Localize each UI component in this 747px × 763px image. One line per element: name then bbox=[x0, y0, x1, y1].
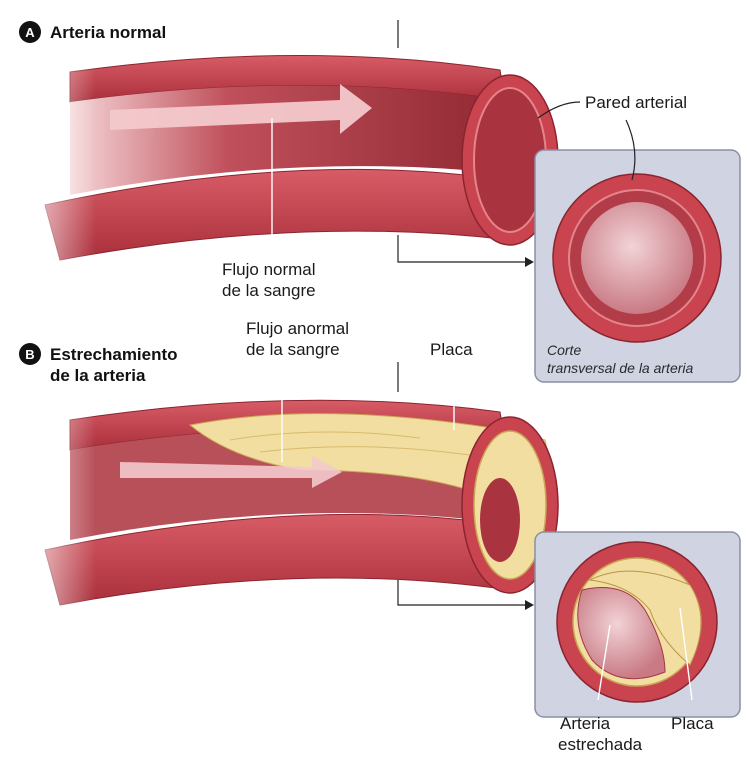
label-normal-flow-line2: de la sangre bbox=[222, 281, 316, 300]
badge-b-letter: B bbox=[25, 347, 34, 362]
cross-section-inset-b bbox=[535, 532, 740, 717]
panel-b-title-line2: de la arteria bbox=[50, 366, 146, 385]
label-narrowed-line2: estrechada bbox=[558, 735, 643, 754]
panel-b-title-line1: Estrechamiento bbox=[50, 345, 178, 364]
inset-caption-line1: Corte bbox=[547, 342, 581, 358]
label-abnormal-flow-line2: de la sangre bbox=[246, 340, 340, 359]
badge-a-letter: A bbox=[25, 25, 35, 40]
inset-caption-line2: transversal de la arteria bbox=[547, 360, 694, 376]
label-arterial-wall: Pared arterial bbox=[585, 93, 687, 112]
label-narrowed-line1: Arteria bbox=[560, 714, 611, 733]
panel-b: B Estrechamiento de la arteria bbox=[0, 343, 558, 610]
label-plaque-top: Placa bbox=[430, 340, 473, 359]
label-plaque-bottom: Placa bbox=[671, 714, 714, 733]
label-abnormal-flow-line1: Flujo anormal bbox=[246, 319, 349, 338]
panel-a-title: Arteria normal bbox=[50, 23, 166, 42]
normal-lumen-cross-section bbox=[581, 202, 693, 314]
label-normal-flow-line1: Flujo normal bbox=[222, 260, 316, 279]
panel-a: A Arteria normal bbox=[0, 20, 580, 270]
